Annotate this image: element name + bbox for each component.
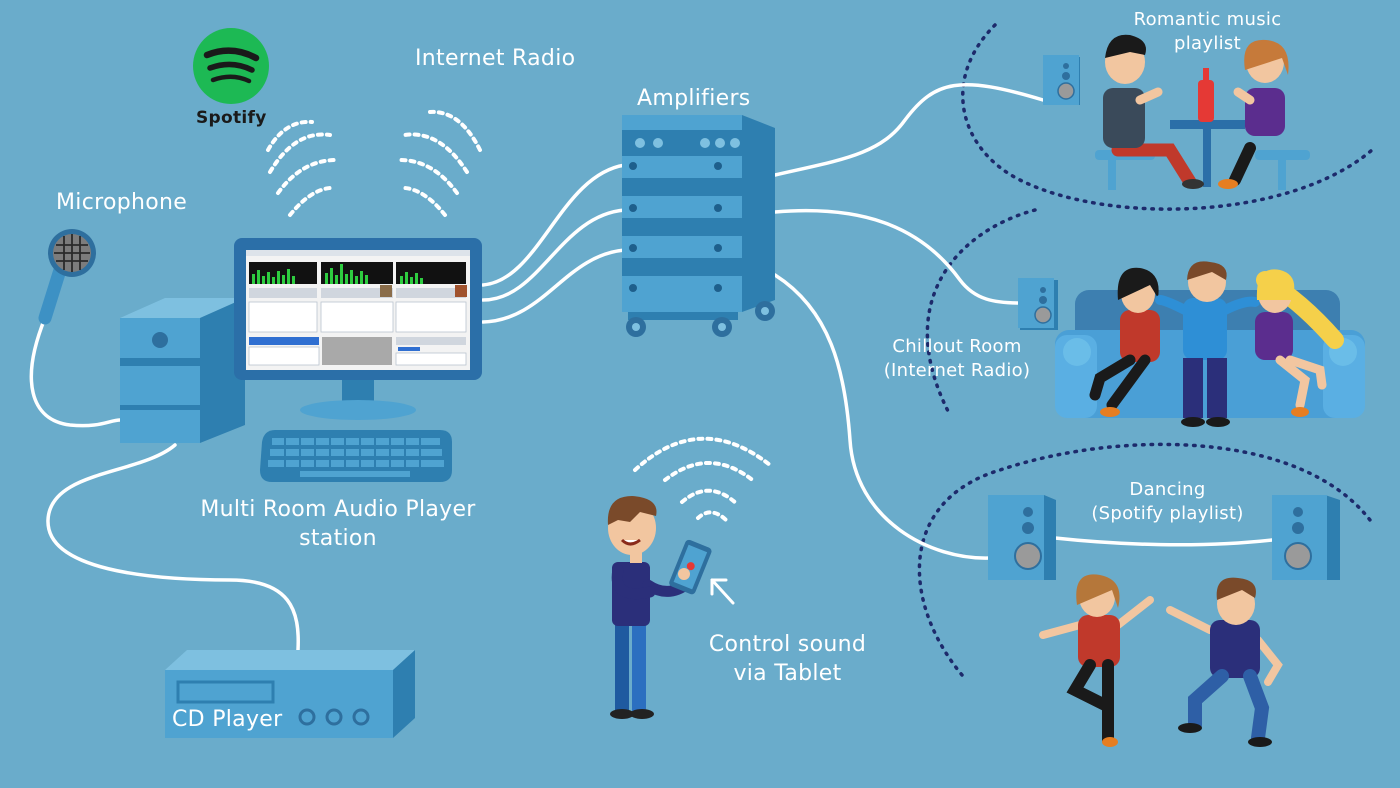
internet-radio-label: Internet Radio <box>415 46 576 71</box>
person-with-tablet-icon <box>607 496 712 719</box>
control-sound-line-2: via Tablet <box>733 661 842 686</box>
station-label: Multi Room Audio Player station <box>188 495 488 553</box>
computer-monitor-icon <box>234 238 482 420</box>
amplifier-rack-icon <box>622 115 775 337</box>
cd-cable <box>46 443 300 652</box>
microphone-label: Microphone <box>56 190 188 215</box>
speaker-icon-romantic <box>1043 55 1080 105</box>
amp-romantic-cable <box>773 83 1045 177</box>
chillout-room-label: Chillout Room (Internet Radio) <box>872 335 1042 383</box>
romantic-line-2: playlist <box>1174 33 1241 54</box>
chillout-line-2: (Internet Radio) <box>883 360 1031 381</box>
station-label-line-2: station <box>299 526 377 551</box>
romantic-playlist-label: Romantic music playlist <box>1120 8 1295 56</box>
amp-chillout-cable <box>773 208 1022 305</box>
dancing-people-icon <box>1039 574 1283 747</box>
tablet-icon <box>669 539 712 595</box>
spotify-icon <box>193 28 269 104</box>
speaker-icon-dancing-left <box>988 495 1056 580</box>
cd-player-label: CD Player <box>172 707 283 732</box>
computer-tower-icon <box>120 298 245 443</box>
cd-player-icon <box>165 650 415 738</box>
control-sound-line-1: Control sound <box>708 632 867 657</box>
dancing-line-1: Dancing <box>1129 479 1206 500</box>
speaker-link-cable <box>1053 536 1274 547</box>
cursor-arrow-icon <box>710 578 735 605</box>
dancing-line-2: (Spotify playlist) <box>1091 503 1244 524</box>
dancing-zone-arc <box>917 442 1372 677</box>
wifi-waves-icon <box>266 109 482 217</box>
microphone-icon <box>38 229 96 325</box>
zone-boundaries <box>917 23 1374 677</box>
tablet-wifi-waves-icon <box>633 436 772 524</box>
amplifiers-label: Amplifiers <box>637 86 751 111</box>
mic-cable <box>29 316 122 428</box>
romantic-zone-arc <box>961 23 1374 211</box>
keyboard-icon <box>260 430 452 482</box>
cables <box>29 83 1274 652</box>
dancing-label: Dancing (Spotify playlist) <box>1080 478 1255 526</box>
romantic-line-1: Romantic music <box>1133 9 1282 30</box>
speaker-icon-chillout <box>1018 278 1058 330</box>
amp-dancing-cable <box>773 273 992 560</box>
pc-amp-cable-1 <box>481 163 627 287</box>
speaker-icon-dancing-right <box>1272 495 1340 580</box>
station-label-line-1: Multi Room Audio Player <box>200 497 476 522</box>
romantic-couple-icon <box>1095 34 1310 190</box>
chillout-line-1: Chillout Room <box>892 336 1022 357</box>
spotify-wordmark: Spotify <box>196 108 267 128</box>
pc-amp-cable-3 <box>481 248 627 324</box>
sofa-friends-icon <box>1089 261 1344 427</box>
control-sound-label: Control sound via Tablet <box>700 630 875 688</box>
chillout-zone-arc <box>925 208 1037 417</box>
pc-amp-cable-2 <box>481 208 627 302</box>
